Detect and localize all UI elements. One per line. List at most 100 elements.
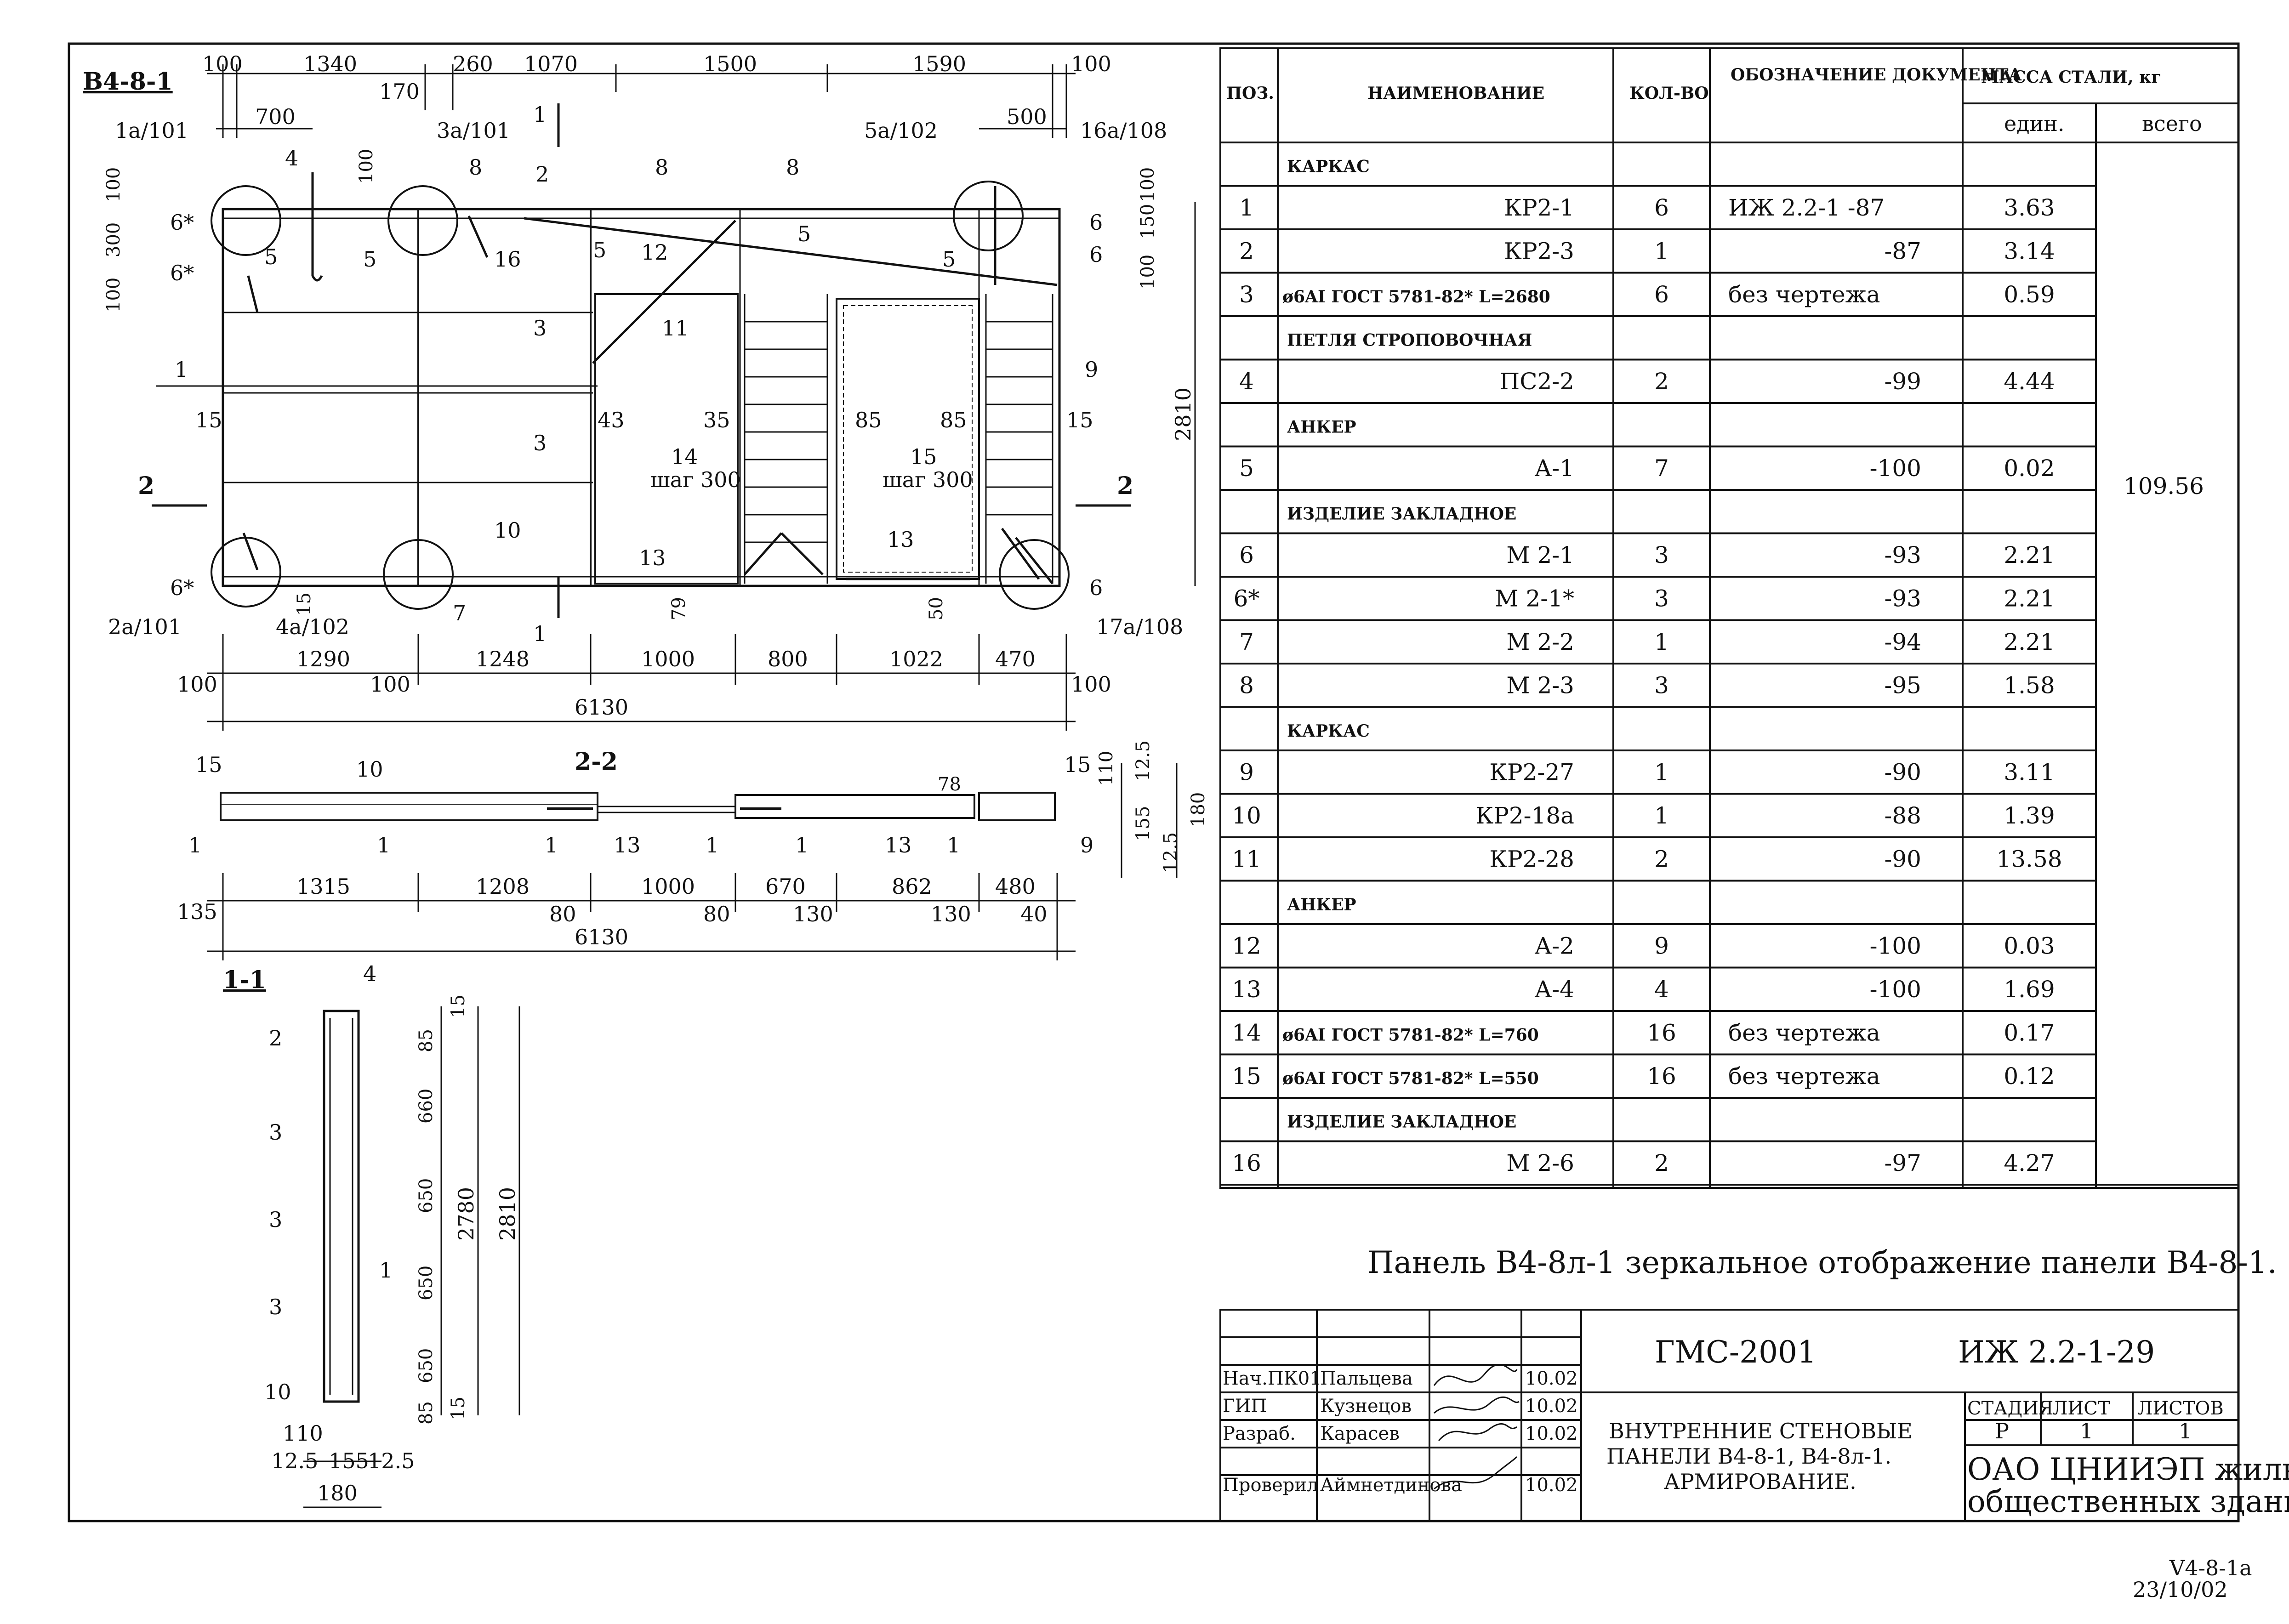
table-cell-unit: 13.58 bbox=[1996, 846, 2062, 872]
stage-value: Р bbox=[1995, 1419, 2009, 1443]
table-cell-pos: 13 bbox=[1232, 976, 1261, 1003]
dim-top-2: 170 bbox=[379, 79, 420, 104]
sec22-1b: 1 bbox=[377, 833, 390, 857]
pos-5-c: 5 bbox=[593, 238, 606, 262]
dim-left-2: 100 bbox=[103, 278, 124, 312]
staff-name-2: Карасев bbox=[1320, 1423, 1400, 1444]
signatures bbox=[1433, 1364, 1520, 1490]
table-cell-doc: -93 bbox=[1884, 542, 1921, 568]
table-cell-qty: 6 bbox=[1654, 194, 1669, 221]
sec22-13b: 13 bbox=[885, 833, 912, 857]
sec11-dim-2780: 2780 bbox=[454, 1187, 478, 1241]
table-cell-unit: 0.02 bbox=[2004, 455, 2055, 482]
table-cell-pos: 9 bbox=[1239, 759, 1254, 785]
table-cell-doc: -100 bbox=[1870, 455, 1921, 482]
cut-mark-2-right: 2 bbox=[1117, 472, 1133, 500]
title-line-1: ВНУТРЕННИЕ СТЕНОВЫЕ bbox=[1609, 1419, 1913, 1443]
dim-right-0: 100 bbox=[1137, 167, 1158, 202]
pos-13-b: 13 bbox=[887, 527, 914, 552]
pos-6star-c: 6* bbox=[170, 575, 194, 600]
table-cell-doc: ИЖ 2.2-1 -87 bbox=[1728, 194, 1885, 221]
table-group-label: ИЗДЕЛИЕ ЗАКЛАДНОЕ bbox=[1287, 504, 1516, 523]
table-cell-name: А-2 bbox=[1534, 932, 1574, 959]
table-cell-name: КР2-3 bbox=[1504, 238, 1574, 264]
table-group-label: ПЕТЛЯ СТРОПОВОЧНАЯ bbox=[1287, 330, 1532, 350]
table-cell-unit: 0.59 bbox=[2004, 281, 2055, 308]
sec22-side-180: 180 bbox=[1188, 792, 1209, 827]
table-cell-qty: 1 bbox=[1654, 759, 1669, 785]
note: Панель В4-8л-1 зеркальное отображение па… bbox=[1367, 1245, 2277, 1280]
table-cell-name: КР2-1 bbox=[1504, 194, 1574, 221]
sec22-1c: 1 bbox=[545, 833, 558, 857]
sheet-value: 1 bbox=[2080, 1419, 2093, 1443]
dim-bottom-2: 1000 bbox=[641, 647, 695, 671]
pos-7: 7 bbox=[453, 601, 466, 625]
sec22-dim-1315: 1315 bbox=[296, 874, 350, 899]
pos-15-a: 15 bbox=[910, 444, 937, 469]
sec11-dim-85b: 85 bbox=[416, 1401, 437, 1425]
dim-inner-79: 79 bbox=[668, 597, 689, 620]
pos-3-a: 3 bbox=[533, 316, 547, 341]
table-cell-name: КР2-27 bbox=[1489, 759, 1574, 785]
table-cell-doc: -90 bbox=[1884, 759, 1921, 785]
panel-label: В4-8-1 bbox=[83, 68, 173, 96]
pos-5-d: 5 bbox=[797, 221, 811, 246]
table-cell-name: М 2-6 bbox=[1506, 1150, 1574, 1176]
node-3a: 3а/101 bbox=[437, 118, 510, 143]
pos-6-b: 6 bbox=[1089, 242, 1103, 267]
pos-2: 2 bbox=[535, 162, 549, 187]
table-cell-pos: 4 bbox=[1239, 368, 1254, 395]
table-cell-unit: 2.21 bbox=[2004, 585, 2055, 612]
staff-date-1: 10.02 bbox=[1525, 1396, 1578, 1417]
table-cell-doc: -95 bbox=[1884, 672, 1921, 698]
pos-6star-b: 6* bbox=[170, 261, 194, 285]
table-cell-qty: 16 bbox=[1647, 1063, 1676, 1090]
sec11-bottom-12-5a: 12.5 bbox=[271, 1448, 318, 1473]
sec11-bottom-110: 110 bbox=[283, 1421, 323, 1446]
table-cell-doc: -90 bbox=[1884, 846, 1921, 872]
dim-right-2: 100 bbox=[1137, 255, 1158, 290]
table-group-label: КАРКАС bbox=[1287, 157, 1370, 176]
pos-15-b: 15 bbox=[195, 408, 222, 432]
pos-9: 9 bbox=[1085, 357, 1098, 382]
pos-16: 16 bbox=[494, 247, 521, 272]
panel-elevation: В4-8-1 bbox=[83, 51, 1196, 731]
table-cell-pos: 2 bbox=[1239, 238, 1254, 264]
sec22-78: 78 bbox=[938, 774, 961, 795]
table-group-label: КАРКАС bbox=[1287, 721, 1370, 741]
dim-inner-85a: 85 bbox=[855, 408, 882, 432]
table-cell-qty: 6 bbox=[1654, 281, 1669, 308]
stamp-line-2: 23/10/02 bbox=[2133, 1577, 2228, 1602]
stage-label: СТАДИЯ bbox=[1967, 1398, 2053, 1419]
dim-top-6: 1590 bbox=[912, 51, 966, 76]
sec22-15-left: 15 bbox=[195, 752, 222, 777]
table-cell-unit: 3.63 bbox=[2004, 194, 2055, 221]
table-cell-pos: 5 bbox=[1239, 455, 1254, 482]
sec11-bottom-155: 155 bbox=[329, 1448, 369, 1473]
table-cell-pos: 10 bbox=[1232, 802, 1261, 829]
table-cell-name: ПС2-2 bbox=[1500, 368, 1574, 395]
sec22-dim-130a: 130 bbox=[793, 902, 833, 926]
table-cell-unit: 0.03 bbox=[2004, 932, 2055, 959]
dim-right-total: 2810 bbox=[1171, 387, 1196, 441]
table-cell-qty: 2 bbox=[1654, 846, 1669, 872]
pos-8-b: 8 bbox=[655, 155, 668, 180]
sec22-15-right: 15 bbox=[1064, 752, 1091, 777]
shag-300-b: шаг 300 bbox=[883, 467, 973, 492]
table-cell-unit: 1.69 bbox=[2004, 976, 2055, 1003]
table-cell-name: КР2-28 bbox=[1489, 846, 1574, 872]
table-cell-pos: 15 bbox=[1232, 1063, 1261, 1090]
staff-date-0: 10.02 bbox=[1525, 1368, 1578, 1389]
sec11-dim-15b: 15 bbox=[448, 1397, 469, 1420]
dim-top-1: 1340 bbox=[303, 51, 357, 76]
spec-table: ПОЗ. НАИМЕНОВАНИЕ КОЛ-ВО ОБОЗНАЧЕНИЕ ДОК… bbox=[1219, 47, 2239, 1189]
table-cell-unit: 2.21 bbox=[2004, 629, 2055, 655]
table-group-label: ИЗДЕЛИЕ ЗАКЛАДНОЕ bbox=[1287, 1112, 1516, 1131]
sec22-side-155: 155 bbox=[1133, 806, 1154, 841]
th-doc: ОБОЗНАЧЕНИЕ ДОКУМЕНТА bbox=[1731, 65, 2022, 85]
table-cell-pos: 6 bbox=[1239, 542, 1254, 568]
staff-date-3: 10.02 bbox=[1525, 1475, 1578, 1496]
dim-bottom-3: 800 bbox=[768, 647, 808, 671]
table-cell-unit: 4.44 bbox=[2004, 368, 2055, 395]
table-cell-qty: 7 bbox=[1654, 455, 1669, 482]
